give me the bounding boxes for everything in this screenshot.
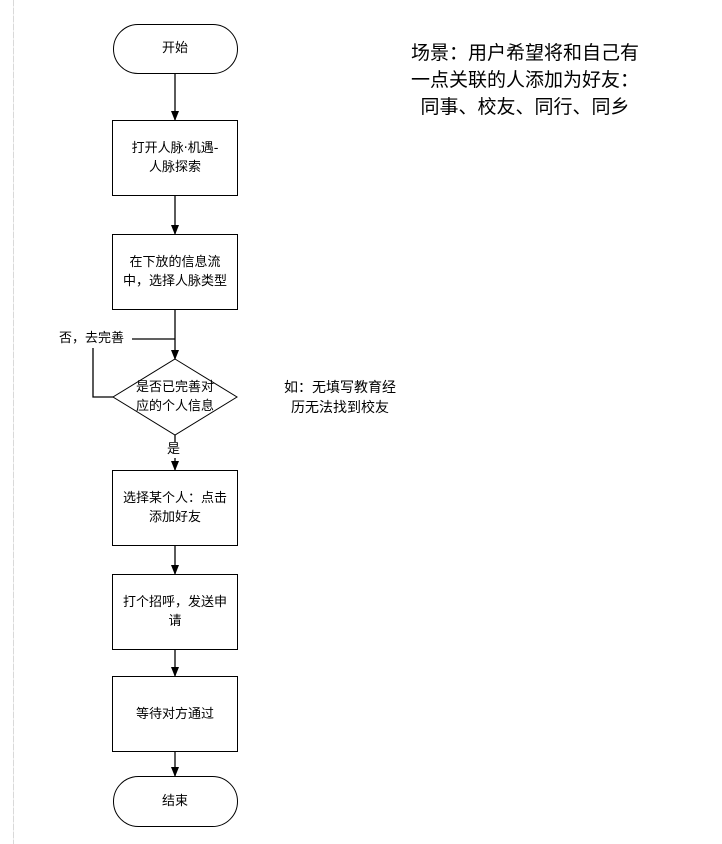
start-text: 开始 [161,41,188,56]
step4-label: 打个招呼，发送申 请 [112,574,238,650]
step5-label: 等待对方通过 [112,676,238,752]
step4-line-2: 请 [168,614,182,629]
step3-line-1: 选择某个人：点击 [122,491,227,506]
step1-line-1: 打开人脉·机遇- [131,141,219,156]
step3-line-2: 添加好友 [148,510,201,525]
yes-edge-label: 是 [167,442,181,457]
decision-label: 是否已完善对 应的个人信息 [113,359,237,435]
start-terminal[interactable] [113,24,238,74]
example-line-2: 历无法找到校友 [291,400,389,416]
process-box-open-explore[interactable] [112,120,238,196]
step1-line-2: 人脉探索 [148,160,201,175]
step3-label: 选择某个人：点击 添加好友 [112,470,238,546]
end-text: 结束 [161,793,188,809]
process-box-wait-approval[interactable] [112,676,238,752]
example-note: 如：无填写教育经 历无法找到校友 [262,378,418,418]
decision-line-2: 应的个人信息 [135,399,214,414]
page-margin-guide [13,0,14,844]
step4-line-1: 打个招呼，发送申 [122,595,227,610]
process-box-select-type[interactable] [112,234,238,310]
decision-line-1: 是否已完善对 [135,380,214,395]
step5-text: 等待对方通过 [135,706,214,722]
example-line-1: 如：无填写教育经 [284,380,396,396]
step2-line-1: 在下放的信息流 [129,255,221,270]
process-box-add-friend[interactable] [112,470,238,546]
edge-decision-no-loop [92,348,113,398]
start-label: 开始 [113,24,237,73]
scenario-note: 场景：用户希望将和自己有 一点关联的人添加为好友： 同事、校友、同行、同乡 [385,40,665,121]
no-edge-label: 否，去完善 [59,331,125,346]
end-label: 结束 [113,776,237,826]
scenario-line-1: 场景：用户希望将和自己有 [410,42,639,64]
scenario-line-2: 一点关联的人添加为好友： [410,69,639,91]
step2-label: 在下放的信息流 中，选择人脉类型 [112,234,238,310]
scenario-line-3: 同事、校友、同行、同乡 [420,96,630,118]
step1-label: 打开人脉·机遇- 人脉探索 [112,120,238,196]
step2-line-2: 中，选择人脉类型 [122,274,227,289]
